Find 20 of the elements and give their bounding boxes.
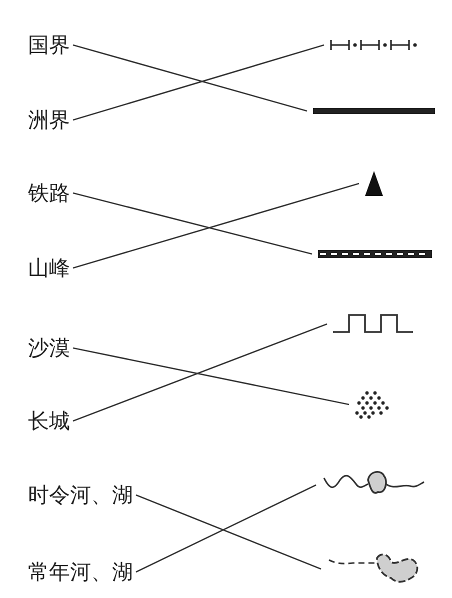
matching-line [136,484,316,573]
dot-cluster-icon [355,391,391,418]
matching-line [72,192,312,255]
railway-line-icon [318,250,432,258]
matching-line [72,323,328,422]
term-label: 沙漠 [28,335,70,361]
term-label: 常年河、湖 [28,559,133,585]
matching-line [136,494,322,570]
matching-line [72,347,350,406]
term-label: 国界 [28,32,70,58]
term-label: 长城 [28,408,70,434]
matching-line [72,182,360,269]
matching-line [72,44,324,121]
term-label: 洲界 [28,107,70,133]
term-label: 山峰 [28,255,70,281]
term-label: 铁路 [28,180,70,206]
battlement-line-icon [333,314,415,334]
matching-line [72,44,308,112]
term-label: 时令河、湖 [28,482,133,508]
triangle-icon [365,171,383,196]
